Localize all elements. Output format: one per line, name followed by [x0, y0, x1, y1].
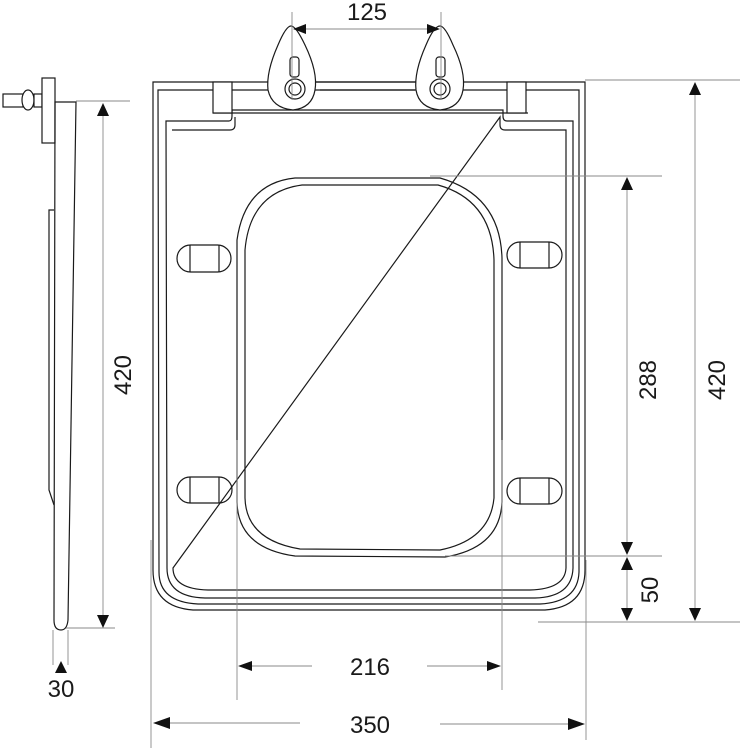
- bumper-top-left: [176, 244, 232, 273]
- bumper-bottom-right: [506, 477, 563, 505]
- bumper-bottom-left: [176, 476, 233, 504]
- total-width-label: 350: [350, 712, 390, 739]
- bumper-top-right: [506, 241, 563, 269]
- opening-width-label: 216: [350, 654, 390, 681]
- right-hinge: [415, 25, 465, 111]
- side-height-label: 420: [110, 355, 137, 395]
- front-margin-label: 50: [637, 577, 664, 604]
- dimension-lines: [150, 12, 740, 748]
- opening-length-label: 288: [635, 360, 662, 400]
- hinge-spacing-label: 125: [347, 0, 387, 26]
- thickness-label: 30: [48, 676, 75, 703]
- total-length-label: 420: [704, 360, 731, 400]
- side-view: [2, 77, 130, 673]
- top-view: [152, 25, 586, 611]
